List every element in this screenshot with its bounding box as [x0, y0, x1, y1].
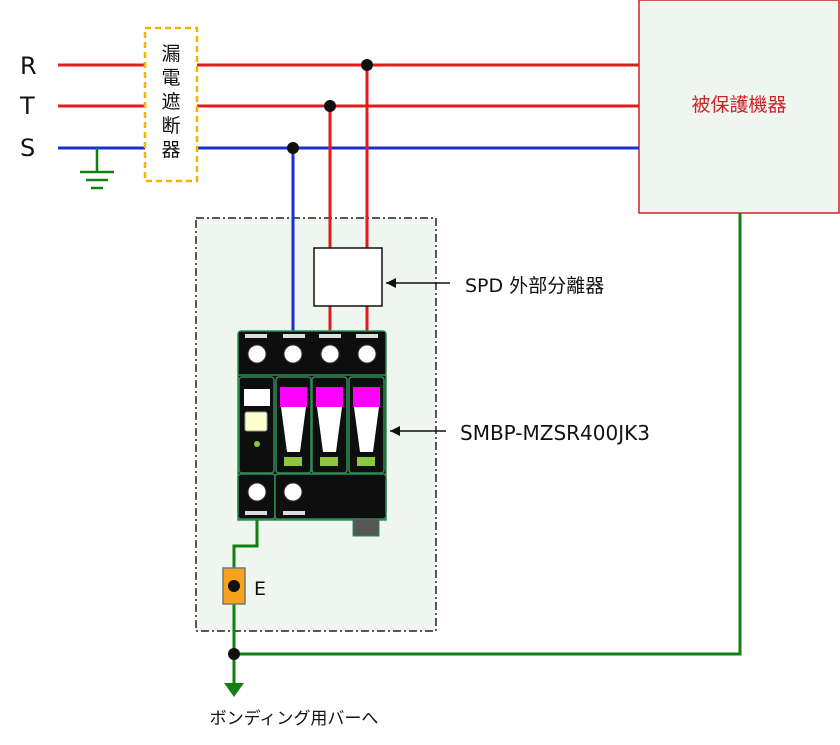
spd-unit: [237, 330, 387, 537]
phase-label-s: S: [20, 134, 35, 162]
npe-indicator: [244, 411, 268, 432]
spd-disconnector-box: [313, 247, 383, 307]
top-screw-icon: [283, 344, 303, 364]
spd-bottom-right-terminal: [274, 473, 387, 520]
model-arrow-icon: [390, 426, 400, 436]
phase-label-r: R: [20, 52, 37, 80]
top-screw-icon: [247, 344, 267, 364]
junction-dot-r: [361, 59, 373, 71]
breaker-char-4: 断: [161, 115, 180, 137]
spd-disconnector-label: SPD 外部分離器: [465, 275, 604, 297]
earth-terminal-dot: [228, 580, 240, 592]
spd-model-label: SMBP-MZSR400JK3: [460, 421, 650, 445]
spd-phase-module-2: [311, 376, 348, 474]
spd-phase-module-3: [348, 376, 385, 474]
earth-leakage-breaker-box: [143, 26, 199, 183]
junction-dot-t: [324, 100, 336, 112]
ground-symbol-icon: [80, 148, 114, 190]
bonding-bar-label: ボンディング用バーへ: [210, 708, 379, 729]
spd-earth-wire: [232, 520, 259, 686]
npe-window: [244, 389, 270, 406]
disconnector-arrow-icon: [386, 278, 396, 288]
breaker-char-2: 電: [161, 67, 180, 89]
breaker-char-3: 遮: [161, 91, 180, 113]
bonding-arrow-icon: [224, 683, 244, 697]
breaker-char-1: 漏: [161, 43, 180, 65]
phase-label-t: T: [19, 92, 35, 120]
spd-phase-module-1: [275, 376, 312, 474]
earth-terminal-label: E: [254, 578, 266, 600]
protected-device-box: [638, 0, 840, 214]
protected-device-label: 被保護機器: [691, 94, 786, 116]
top-screw-icon: [320, 344, 340, 364]
bottom-screw-icon: [247, 482, 267, 502]
bottom-screw-icon: [283, 482, 303, 502]
npe-led-icon: [254, 441, 260, 447]
top-screw-icon: [357, 344, 377, 364]
breaker-char-5: 器: [161, 139, 180, 161]
device-earth-wire: [234, 213, 742, 656]
junction-dot-s: [287, 142, 299, 154]
spd-remote-contact: [352, 518, 380, 537]
bonding-junction-dot: [228, 648, 240, 660]
